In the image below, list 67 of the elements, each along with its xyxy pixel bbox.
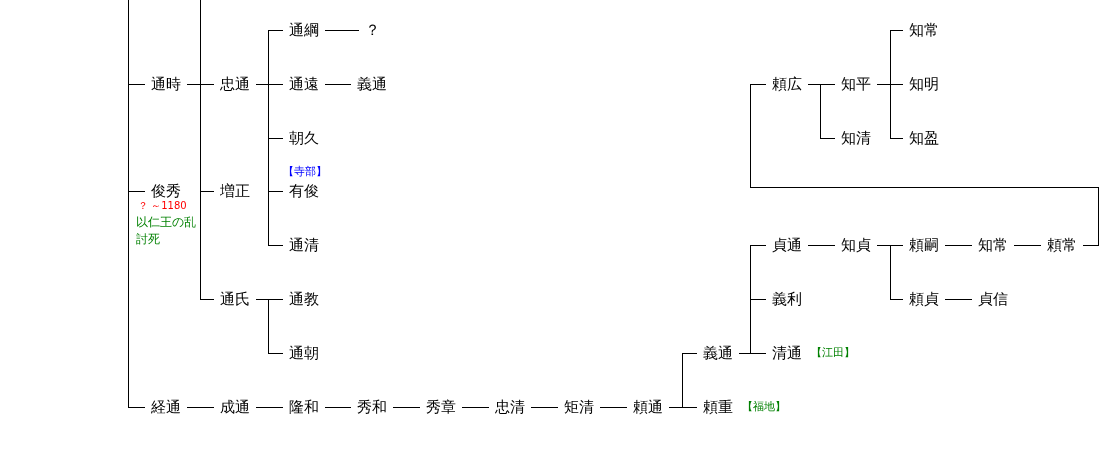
person-name: 矩清 [558, 398, 600, 416]
lineage-line [876, 84, 904, 139]
person-name: 知明 [903, 75, 945, 93]
person-name: 知常 [972, 236, 1014, 254]
person-name: 清通 [766, 344, 808, 362]
person-name: 義利 [766, 290, 808, 308]
lineage-line [128, 0, 146, 408]
person-name: 頼常 [1041, 236, 1083, 254]
person-name: 貞信 [972, 290, 1014, 308]
person-name: 有俊 [283, 182, 325, 200]
person-name: 義通 [697, 344, 739, 362]
branch-name: 【江田】 [811, 346, 855, 360]
lineage-line [944, 245, 973, 246]
person-name: 増正 [214, 182, 256, 200]
person-name: 義通 [351, 75, 393, 93]
person-name: 知貞 [835, 236, 877, 254]
lineage-line [324, 407, 352, 408]
lineage-line [599, 407, 628, 408]
lineage-line [461, 407, 490, 408]
lineage-line [944, 299, 973, 300]
lineage-line [530, 407, 559, 408]
person-name: 忠清 [489, 398, 531, 416]
lineage-line [750, 84, 1099, 246]
person-name: 頼広 [766, 75, 808, 93]
person-name: 通氏 [214, 290, 256, 308]
lineage-line [738, 353, 767, 354]
person-name: 知平 [835, 75, 877, 93]
person-name: 成通 [214, 398, 256, 416]
lineage-line [186, 407, 215, 408]
person-name: 通綱 [283, 21, 325, 39]
branch-name: 【寺部】 [283, 165, 327, 179]
lineage-line [255, 407, 284, 408]
person-name: 頼重 [697, 398, 739, 416]
lineage-line [186, 84, 215, 300]
person-name: 経通 [145, 398, 187, 416]
person-name: 知常 [903, 21, 945, 39]
person-name: 俊秀 [145, 182, 187, 200]
lineage-line [324, 30, 359, 31]
person-name: 秀和 [351, 398, 393, 416]
lineage-line [876, 245, 904, 300]
person-name: 貞通 [766, 236, 808, 254]
branch-name: 【福地】 [742, 400, 786, 414]
lineage-line [392, 407, 421, 408]
death-note: 以仁王の乱討死 [136, 214, 197, 248]
person-name: 頼貞 [903, 290, 945, 308]
person-name: 知盈 [903, 129, 945, 147]
person-name: 知清 [835, 129, 877, 147]
lineage-line [1013, 245, 1042, 246]
person-name: 通朝 [283, 344, 325, 362]
lineage-line [807, 84, 836, 139]
person-name: 頼嗣 [903, 236, 945, 254]
lineage-line [807, 245, 836, 246]
person-name: 通時 [145, 75, 187, 93]
lineage-line [668, 407, 698, 408]
person-name: 隆和 [283, 398, 325, 416]
person-name: 頼通 [627, 398, 669, 416]
lifespan-note: ？ ～1180 [138, 199, 187, 212]
lineage-line [255, 84, 284, 246]
person-name: ？ [358, 21, 386, 39]
person-name: 朝久 [283, 129, 325, 147]
person-name: 通清 [283, 236, 325, 254]
person-name: 秀章 [420, 398, 462, 416]
lineage-line [255, 299, 284, 354]
lineage-line [324, 84, 352, 85]
person-name: 通教 [283, 290, 325, 308]
person-name: 通遠 [283, 75, 325, 93]
person-name: 忠通 [214, 75, 256, 93]
